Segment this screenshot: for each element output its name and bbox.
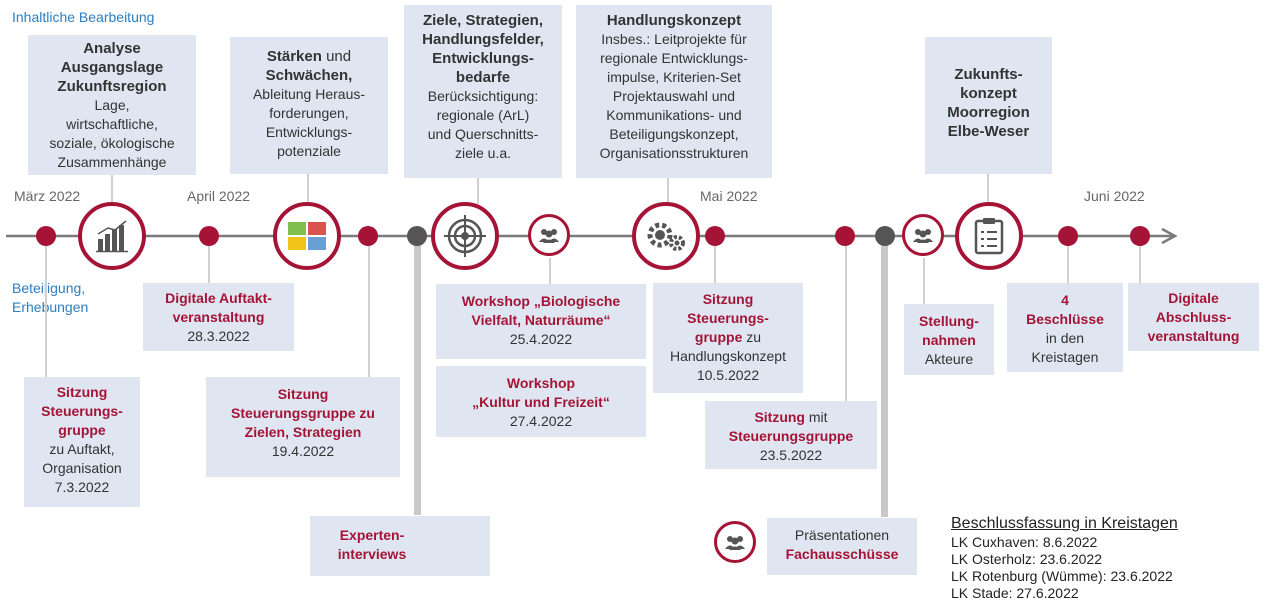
box-workshop-biologische-vielfalt: Workshop „Biologische Vielfalt, Naturräu… [436, 284, 646, 359]
milestone-dot [835, 226, 855, 246]
clipboard-icon [955, 202, 1023, 270]
box-zukunftskonzept: Zukunfts- konzept Moorregion Elbe-Weser [925, 37, 1052, 174]
month-label-mai: Mai 2022 [700, 188, 758, 204]
target-icon [431, 202, 499, 270]
milestone-dot [1130, 226, 1150, 246]
milestone-dot [199, 226, 219, 246]
milestone-dot [36, 226, 56, 246]
box-sitzung-steuerungsgruppe-2: Sitzung Steuerungsgruppe zu Zielen, Stra… [206, 377, 400, 477]
box-analyse: Analyse Ausgangslage Zukunftsregion Lage… [28, 35, 196, 175]
box-handlungskonzept: Handlungskonzept Insbes.: Leitprojekte f… [576, 5, 772, 178]
milestone-dot [358, 226, 378, 246]
group-icon [528, 214, 570, 256]
box-sitzung-steuerungsgruppe-1: Sitzung Steuerungs- gruppe zu Auftakt, O… [24, 377, 140, 507]
month-label-maerz: März 2022 [14, 188, 81, 204]
gears-icon [632, 202, 700, 270]
box-sitzung-steuerungsgruppe-3: Sitzung Steuerungs- gruppe zu Handlungsk… [653, 283, 803, 393]
decision-list: Beschlussfassung in Kreistagen LK Cuxhav… [951, 514, 1178, 602]
content-track-label: Inhaltliche Bearbeitung [12, 9, 155, 25]
decision-line: LK Osterholz: 23.6.2022 [951, 551, 1102, 567]
milestone-dot-grey [407, 226, 427, 246]
group-icon [902, 214, 944, 256]
group-icon [714, 521, 756, 563]
decision-line: LK Cuxhaven: 8.6.2022 [951, 534, 1098, 550]
box-stellungnahmen: Stellung- nahmen Akteure [904, 304, 994, 375]
month-label-april: April 2022 [187, 188, 251, 204]
decision-line: LK Rotenburg (Wümme): 23.6.2022 [951, 568, 1173, 584]
participation-track-label: Beteiligung, Erhebungen [12, 280, 89, 315]
box-experteninterviews: Experten- interviews [310, 516, 490, 576]
month-label-juni: Juni 2022 [1084, 188, 1145, 204]
bar-chart-icon [78, 202, 146, 270]
box-digitale-auftaktveranstaltung: Digitale Auftakt- veranstaltung 28.3.202… [143, 283, 294, 351]
box-beschluesse-kreistage: 4 Beschlüsse in den Kreistagen [1007, 283, 1123, 372]
box-workshop-kultur-freizeit: Workshop „Kultur und Freizeit“ 27.4.2022 [436, 366, 646, 437]
swot-icon [273, 202, 341, 270]
box-staerken: Stärken und Schwächen, Ableitung Heraus-… [230, 37, 388, 174]
milestone-dot-grey [875, 226, 895, 246]
box-praesentationen-fachausschuesse: Präsentationen Fachausschüsse [767, 518, 917, 575]
box-digitale-abschlussveranstaltung: Digitale Abschluss- veranstaltung [1128, 283, 1259, 351]
box-sitzung-steuerungsgruppe-4: Sitzung mit Steuerungsgruppe 23.5.2022 [705, 401, 877, 469]
milestone-dot [1058, 226, 1078, 246]
milestone-dot [705, 226, 725, 246]
box-ziele: Ziele, Strategien, Handlungsfelder, Entw… [404, 5, 562, 178]
decision-line: LK Stade: 27.6.2022 [951, 585, 1079, 601]
decision-title: Beschlussfassung in Kreistagen [951, 515, 1178, 532]
